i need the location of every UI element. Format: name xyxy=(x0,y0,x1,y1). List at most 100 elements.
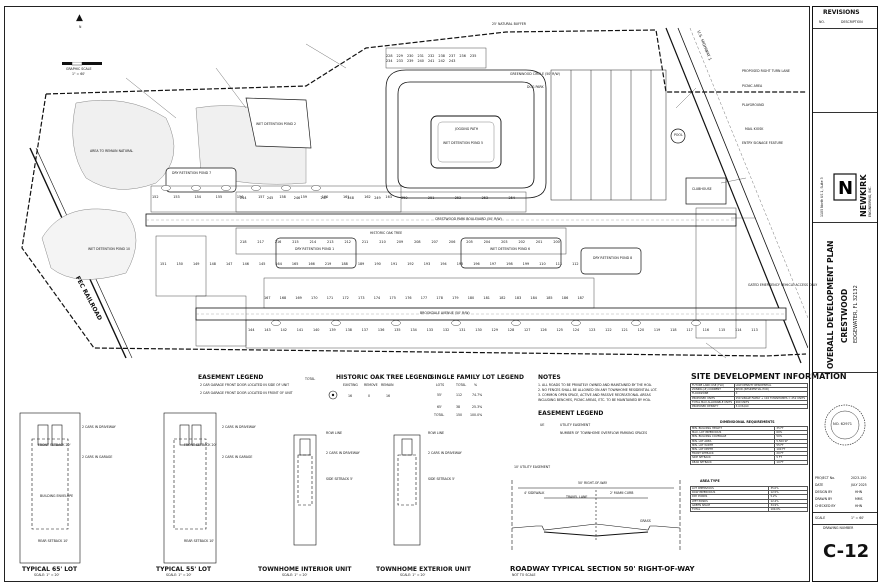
lot-number: 242 xyxy=(438,59,445,63)
table-cell: TOTAL MAX ALLOWABLE UNITS xyxy=(690,399,735,405)
scale-label: SCALE xyxy=(815,516,826,520)
lot-number: 210 xyxy=(379,240,386,244)
road-grass: GRASS xyxy=(640,519,651,523)
lot-number: 215 xyxy=(292,240,299,244)
lot-number: 231 xyxy=(417,54,424,58)
lot-number: 127 xyxy=(523,328,531,332)
road-ue: 10' UTILITY EASEMENT xyxy=(514,465,551,469)
lbl-row-twn-ext: ROW LINE xyxy=(428,431,445,435)
firm-address: 1105 North US 1, Suite 3 xyxy=(820,177,824,217)
site-data-title: SITE DEVELOPMENT INFORMATION xyxy=(691,372,847,381)
note-3: 3. COMMON OPEN SPACE, ACTIVE AND PASSIVE… xyxy=(538,393,651,397)
lot-number: 147 xyxy=(225,262,233,266)
lot-number: 136 xyxy=(377,328,385,332)
lot-number: 195 xyxy=(456,262,464,266)
dry-pond-1-label: DRY RETENTION POND 1 xyxy=(295,247,335,251)
lot-number: 241 xyxy=(427,59,435,63)
drawing-number: C-12 xyxy=(823,541,870,562)
lot-number: 160 xyxy=(321,195,329,199)
sf-pct-total: 100.0% xyxy=(470,413,483,417)
table-cell: 100.0% xyxy=(768,506,808,513)
revision-lines xyxy=(813,29,877,113)
lot-number: 205 xyxy=(466,240,473,244)
drawn-by: MMS xyxy=(855,497,863,501)
lot-number: 165 xyxy=(291,262,299,266)
title-block: REVISIONS NO. DESCRIPTION N NEWKIRK ENGI… xyxy=(812,6,878,582)
typ65-scale: SCALE: 1" = 20' xyxy=(34,573,60,577)
project-no: 2023-150 xyxy=(851,476,867,480)
scale-value: 1" = 60' xyxy=(851,516,865,520)
twn-int-title: TOWNHOME INTERIOR UNIT xyxy=(258,566,352,573)
lbl-side-twn: SIDE SETBACK 5' xyxy=(326,477,353,481)
twn-int-scale: SCALE: 1" = 20' xyxy=(282,573,308,577)
lot-number: 217 xyxy=(257,240,264,244)
boulevard-label: CRESTWOOD PARK BOULEVARD (50' R/W) xyxy=(435,217,502,221)
lot-number: 144 xyxy=(248,328,255,332)
lot-number: 232 xyxy=(427,54,435,58)
lot-number: 130 xyxy=(475,328,482,332)
lot-number: 235 xyxy=(469,54,477,58)
clubhouse-label: CLUBHOUSE xyxy=(692,187,712,191)
lot-number: 213 xyxy=(327,240,334,244)
lot-number: 137 xyxy=(361,328,369,332)
lbl-garage-55: 2 CARS IN GARAGE xyxy=(222,455,253,459)
notes-title: NOTES xyxy=(538,374,561,381)
sf-pct-55: 74.7% xyxy=(472,393,483,397)
oak-val-existing: 16 xyxy=(348,394,353,398)
lbl-garage-65: 2 CARS IN GARAGE xyxy=(82,455,113,459)
lot-number: 252 xyxy=(454,196,462,200)
buffer-label: 25' NATURAL BUFFER xyxy=(492,22,527,26)
lot-number: 149 xyxy=(192,262,200,266)
lot-number: 171 xyxy=(326,296,334,300)
lot-number: 212 xyxy=(344,240,351,244)
wet-pond-6-label: WET DETENTION POND 6 xyxy=(490,247,531,251)
lot-number: 140 xyxy=(312,328,320,332)
lot-number: 191 xyxy=(390,262,398,266)
lot-number: 247 xyxy=(320,196,328,200)
oak-val-remove: 0 xyxy=(368,394,371,398)
greenwood-label: GREENWOOD CIRCLE (50' R/W) xyxy=(510,72,560,76)
lot-number: 134 xyxy=(410,328,417,332)
lot-number: 125 xyxy=(556,328,563,332)
stamp-section: NO. 62971 PROJECT No. 2023-150 DATE JULY… xyxy=(813,373,877,513)
lot-number: 122 xyxy=(605,328,612,332)
lot-number: 112 xyxy=(572,262,579,266)
table-cell: 150 SINGLE FAMILY + 102 TOWNHOMES = 252 … xyxy=(733,395,809,401)
lot-number: 139 xyxy=(329,328,336,332)
lot-number: 239 xyxy=(406,59,414,63)
lbl-cars-twn: 2 CARS IN DRIVEWAY xyxy=(326,451,360,455)
area-title: AREA TYPE xyxy=(700,479,720,483)
lot-number: 185 xyxy=(546,296,553,300)
table-cell: PROPOSED DENSITY xyxy=(690,403,735,410)
lot-number: 230 xyxy=(406,54,414,58)
sf-col-pct: % xyxy=(474,383,478,387)
oak-legend-title: HISTORIC OAK TREE LEGEND xyxy=(336,374,433,381)
table-cell: 10 FT xyxy=(774,459,808,465)
road-curb: 2' MIAMI CURB xyxy=(610,491,634,495)
sf-total-55: 112 xyxy=(456,393,463,397)
note-1: 1. ALL ROADS TO BE PRIVATELY OWNED AND M… xyxy=(538,383,652,387)
lbl-front-65: FRONT SETBACK 20' xyxy=(38,443,71,447)
lot-number: 244 xyxy=(240,196,247,200)
lot-number: 153 xyxy=(173,195,180,199)
firm-logo: N xyxy=(833,173,857,201)
lot-number: 233 xyxy=(396,59,403,63)
lot-number: 202 xyxy=(518,240,525,244)
date-value: JULY 2025 xyxy=(851,483,867,487)
lbl-env-65: BUILDING ENVELOPE xyxy=(40,494,74,498)
gated-label: GATED EMERGENCY VEHICLE ACCESS ONLY xyxy=(748,283,818,287)
lot-number: 163 xyxy=(385,195,392,199)
table-cell: 3.4 DU/AC xyxy=(733,403,809,410)
lot-number: 121 xyxy=(621,328,628,332)
lot-number: 219 xyxy=(324,262,332,266)
dim-title: DIMENSIONAL REQUIREMENTS xyxy=(720,420,775,424)
lot-number: 170 xyxy=(311,296,318,300)
drawn-by-label: DRAWN BY xyxy=(815,497,833,501)
note-2: 2. NO FENCES SHALL BE ALLOWED ON ANY TOW… xyxy=(538,388,658,392)
